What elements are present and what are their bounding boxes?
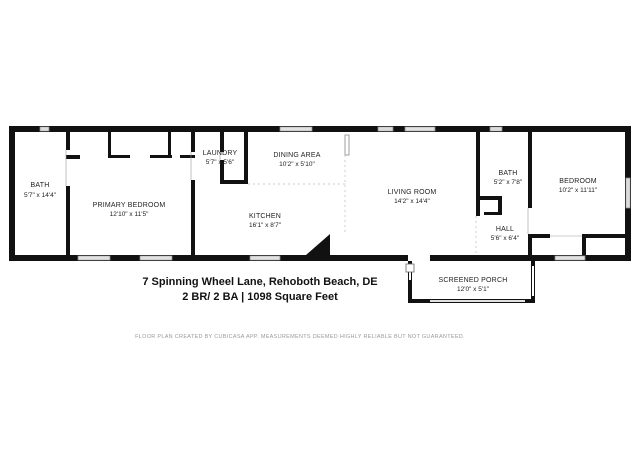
screened-porch xyxy=(405,261,535,303)
property-address: 7 Spinning Wheel Lane, Rehoboth Beach, D… xyxy=(142,276,378,288)
room-dim-dining: 10'2" x 5'10" xyxy=(279,161,315,168)
room-labels: BATH 5'7" x 14'4" PRIMARY BEDROOM 12'10"… xyxy=(24,150,598,293)
interior-walls xyxy=(66,132,625,255)
property-summary: 2 BR/ 2 BA | 1098 Square Feet xyxy=(182,291,338,303)
porch-door-opening xyxy=(408,255,430,261)
room-dim-hall: 5'6" x 6'4" xyxy=(491,235,520,242)
room-label-primary-bedroom: PRIMARY BEDROOM xyxy=(93,202,166,209)
disclaimer-footer: FLOOR PLAN CREATED BY CUBICASA APP. MEAS… xyxy=(135,334,465,340)
room-dim-bath-2: 5'2" x 7'8" xyxy=(494,179,523,186)
room-label-kitchen: KITCHEN xyxy=(249,213,281,220)
room-dim-bath: 5'7" x 14'4" xyxy=(24,192,57,199)
room-dim-screened-porch: 12'0" x 5'1" xyxy=(457,286,490,293)
door-marks xyxy=(65,150,582,237)
room-dim-kitchen: 16'1" x 8'7" xyxy=(249,222,282,229)
room-label-hall: HALL xyxy=(496,226,514,233)
room-dim-living: 14'2" x 14'4" xyxy=(394,198,430,205)
room-dim-laundry: 5'7" x 5'6" xyxy=(206,159,235,166)
room-dim-bedroom: 10'2" x 11'11" xyxy=(559,187,598,194)
room-label-bedroom: BEDROOM xyxy=(559,178,597,185)
room-label-bath: BATH xyxy=(31,182,50,189)
exterior-walls xyxy=(9,126,631,261)
room-label-bath-2: BATH xyxy=(499,170,518,177)
windows xyxy=(39,126,631,261)
room-label-laundry: LAUNDRY xyxy=(203,150,238,157)
room-label-living: LIVING ROOM xyxy=(388,189,437,196)
stair-wedge xyxy=(306,234,330,255)
open-area-separators xyxy=(248,155,477,255)
room-label-dining: DINING AREA xyxy=(273,152,320,159)
room-label-screened-porch: SCREENED PORCH xyxy=(439,277,508,284)
window-centerlines xyxy=(40,128,629,259)
room-dim-primary-bedroom: 12'10" x 11'5" xyxy=(110,211,149,218)
